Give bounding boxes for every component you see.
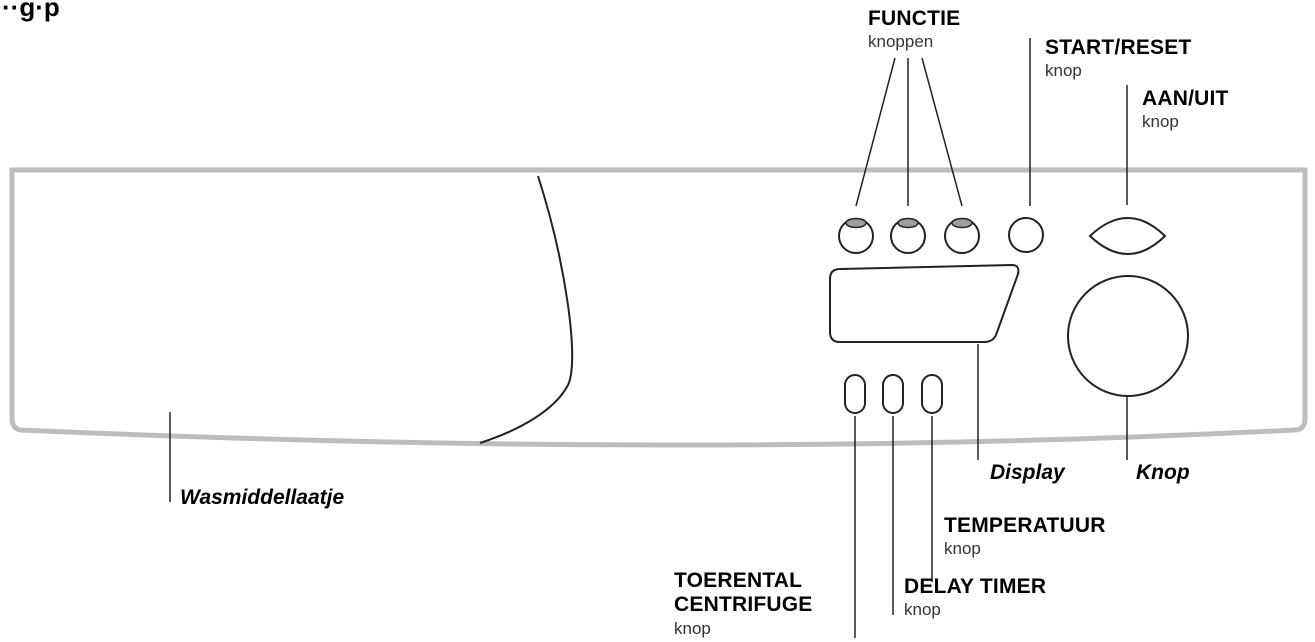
drawer-divider-line <box>479 175 574 444</box>
partial-heading: ··g·p <box>2 0 60 22</box>
temperature-title: TEMPERATUUR <box>944 514 1106 537</box>
function-buttons-subtitle: knoppen <box>868 32 934 51</box>
function-button-1[interactable] <box>838 217 874 254</box>
delay-timer-subtitle: knop <box>904 600 941 619</box>
start-reset-subtitle: knop <box>1045 61 1082 80</box>
on-off-button[interactable] <box>1088 217 1167 255</box>
display-label: Display <box>990 461 1065 484</box>
leader-line-function-1 <box>855 57 896 207</box>
start-reset-title: START/RESET <box>1045 36 1192 59</box>
function-button-2[interactable] <box>890 217 926 254</box>
spin-speed-subtitle: knop <box>674 619 711 638</box>
delay-timer-title: DELAY TIMER <box>904 575 1047 598</box>
program-dial[interactable] <box>1067 275 1189 397</box>
detergent-drawer-label: Wasmiddellaatje <box>180 486 345 509</box>
spin-speed-title-line1: TOERENTAL <box>674 569 803 592</box>
dial-label: Knop <box>1136 461 1190 484</box>
function-buttons-title: FUNCTIE <box>868 7 961 30</box>
spin-speed-button[interactable] <box>844 374 866 414</box>
on-off-subtitle: knop <box>1142 112 1179 131</box>
start-reset-button[interactable] <box>1008 217 1044 253</box>
leader-line-function-3 <box>921 57 963 207</box>
spin-speed-title-line2: CENTRIFUGE <box>674 593 813 616</box>
temperature-subtitle: knop <box>944 539 981 558</box>
panel-outline <box>9 167 1308 448</box>
on-off-title: AAN/UIT <box>1142 87 1229 110</box>
display-screen <box>829 263 1020 343</box>
function-button-3[interactable] <box>944 217 980 254</box>
temperature-button[interactable] <box>921 374 943 414</box>
delay-timer-button[interactable] <box>882 374 904 414</box>
